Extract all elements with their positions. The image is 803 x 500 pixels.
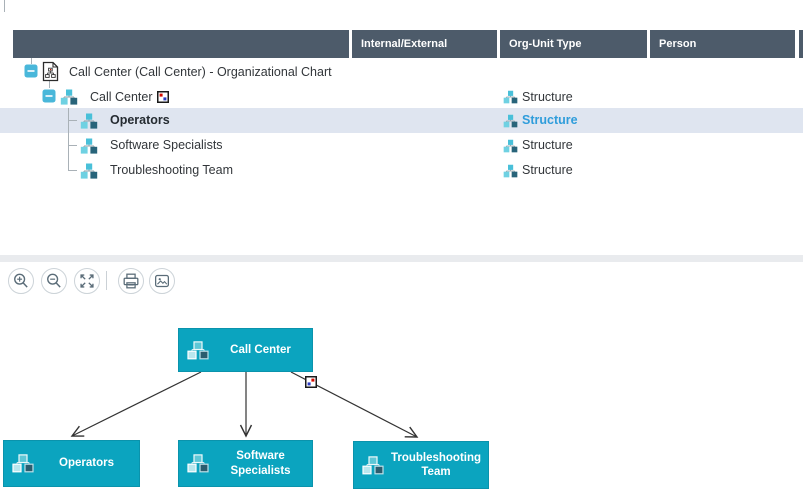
org-unit-structure-icon [503,114,518,128]
org-unit-structure-icon [80,163,98,179]
print-button[interactable] [118,268,144,294]
column-header-person: Person [650,30,795,58]
tree-connector-line [68,170,77,171]
export-image-button[interactable] [149,268,175,294]
org-chart-node-software-specialists[interactable]: Software Specialists [178,440,313,487]
org-chart-node-label: Operators [59,457,114,470]
org-unit-type-cell: Structure [522,163,573,177]
org-unit-structure-icon [503,164,518,178]
column-header-internal-external: Internal/External [352,30,497,58]
org-chart-node-call-center[interactable]: Call Center [178,328,313,372]
org-chart-node-troubleshooting-team[interactable]: Troubleshooting Team [353,441,489,489]
zoom-out-icon [47,273,61,288]
export-image-icon [155,274,169,288]
org-unit-structure-icon [503,90,518,104]
tree-row-label[interactable]: Call Center (Call Center) - Organization… [69,65,332,79]
section-divider [0,255,803,262]
fit-to-screen-icon [80,274,94,288]
tree-row-label[interactable]: Troubleshooting Team [110,163,233,177]
tree-connector-line [4,0,5,12]
print-icon [123,273,139,289]
org-chart-node-operators[interactable]: Operators [3,440,140,487]
org-unit-structure-icon [187,340,209,360]
tree-row-label[interactable]: Software Specialists [110,138,223,152]
org-unit-structure-icon [503,139,518,153]
tree-connector-line [49,79,50,88]
fit-to-screen-button[interactable] [74,268,100,294]
column-header-org-unit-type: Org-Unit Type [500,30,647,58]
org-unit-structure-icon [12,454,34,473]
zoom-out-button[interactable] [41,268,67,294]
org-chart-node-label: Call Center [230,343,291,356]
org-unit-type-cell: Structure [522,138,573,152]
org-chart-node-label: Software Specialists [230,450,291,477]
collapse-minus-icon[interactable] [24,64,38,78]
column-header-edge [799,30,803,58]
column-header-label: Org-Unit Type [509,38,582,50]
zoom-in-icon [14,273,28,288]
org-unit-structure-icon [60,89,78,105]
toolbar-separator [106,271,107,290]
collapse-minus-icon[interactable] [42,89,56,103]
column-header-label: Person [659,38,697,50]
tree-row-label[interactable]: Call Center [90,90,153,104]
tree-connector-line [68,120,77,121]
org-unit-type-cell: Structure [522,90,573,104]
org-unit-structure-icon [362,455,384,475]
column-header-label: Internal/External [361,38,448,50]
selected-row-highlight [0,108,803,133]
zoom-in-button[interactable] [8,268,34,294]
org-unit-structure-icon [80,113,98,129]
org-unit-structure-icon [187,454,209,473]
org-chart-document-icon [41,61,60,82]
tree-connector-line [31,58,32,64]
column-header-name [13,30,349,58]
org-unit-type-cell: Structure [522,113,578,127]
status-overlay-icon [157,91,169,103]
org-unit-structure-icon [80,138,98,154]
org-chart-node-label: Troubleshooting Team [390,451,482,478]
status-overlay-icon [305,376,317,388]
tree-connector-line [68,108,69,171]
tree-connector-line [68,145,77,146]
tree-row-label[interactable]: Operators [110,113,170,127]
